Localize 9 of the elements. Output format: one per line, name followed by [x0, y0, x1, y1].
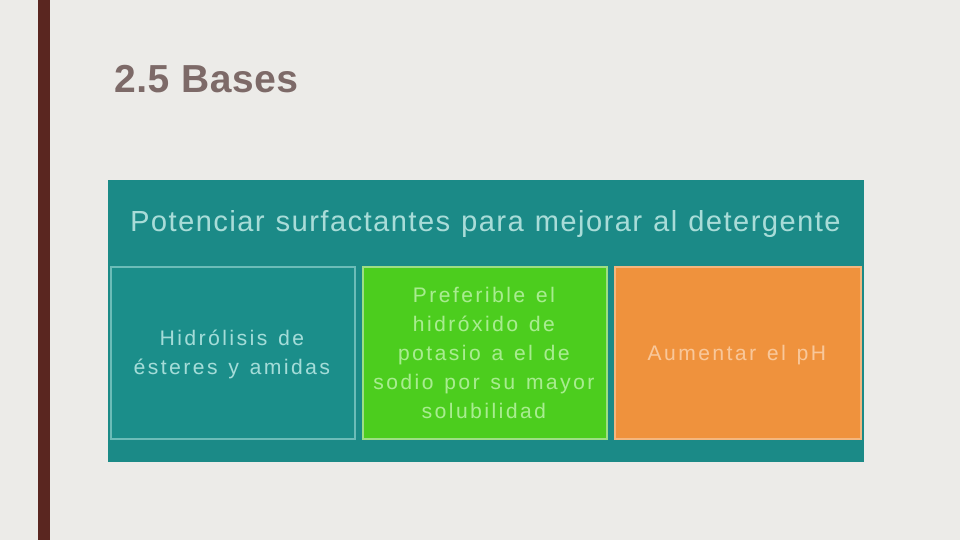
box-text: Aumentar el pH: [646, 340, 830, 366]
panel-heading: Potenciar surfactantes para mejorar al detergente: [129, 204, 843, 240]
slide-title: 2.5 Bases: [114, 57, 298, 103]
box-text: Hidrólisis de ésteres y amidas: [132, 326, 334, 381]
content-box: [110, 266, 356, 440]
box-text: Preferible el hidróxido de potasio a el de sodio por su mayor solubilidad: [372, 282, 598, 424]
content-box: [362, 266, 608, 440]
content-box: [614, 266, 862, 440]
header-panel: [108, 180, 864, 462]
